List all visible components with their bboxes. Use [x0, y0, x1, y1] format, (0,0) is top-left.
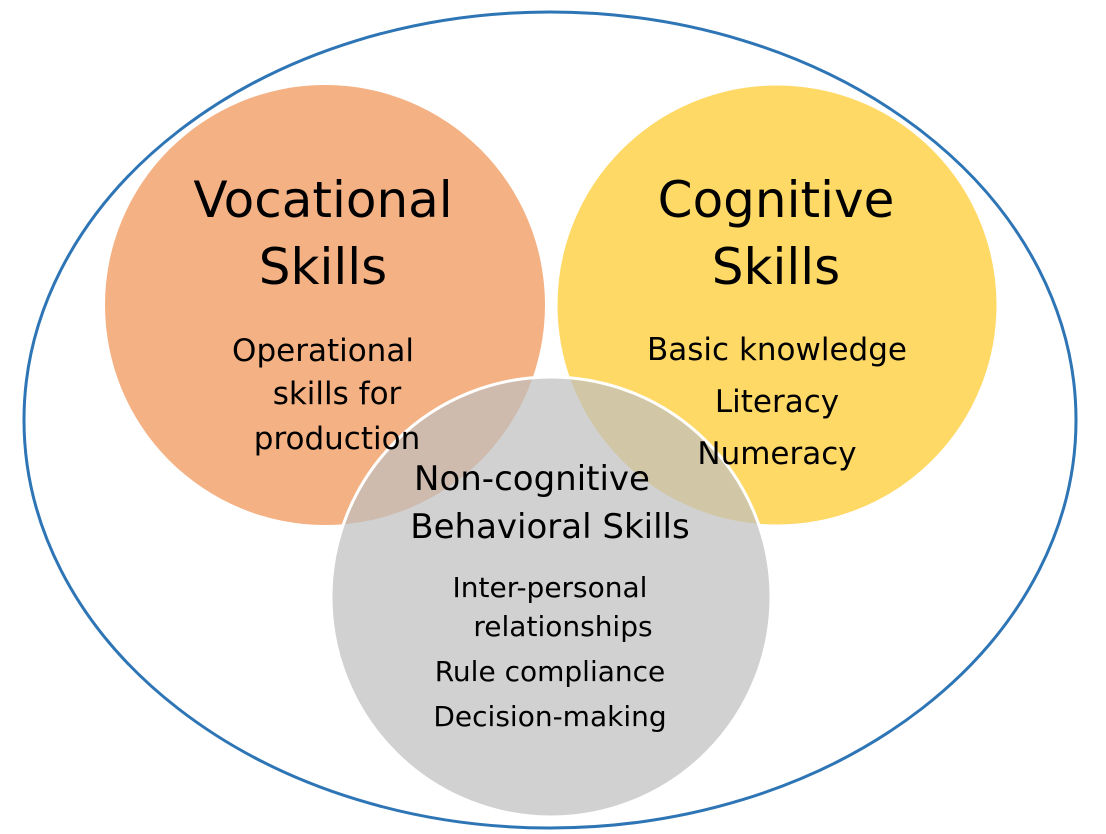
vocational-item-3: production — [254, 421, 420, 457]
noncognitive-item-4: Decision-making — [433, 700, 666, 733]
noncognitive-skills-circle — [329, 375, 773, 819]
vocational-title-line-2: Skills — [259, 238, 387, 296]
vocational-title-line-1: Vocational — [193, 171, 452, 229]
noncognitive-item-1: Inter-personal — [453, 571, 648, 604]
vocational-item-1: Operational — [232, 333, 414, 369]
vocational-item-2: skills for — [273, 376, 402, 412]
cognitive-title-line-1: Cognitive — [658, 171, 895, 229]
cognitive-item-1: Basic knowledge — [647, 332, 907, 368]
cognitive-item-2: Literacy — [715, 384, 839, 420]
noncognitive-title-line-1: Non-cognitive — [414, 459, 650, 499]
cognitive-title-line-2: Skills — [712, 238, 840, 296]
noncognitive-item-3: Rule compliance — [435, 655, 666, 688]
noncognitive-title-line-2: Behavioral Skills — [410, 507, 689, 547]
cognitive-item-3: Numeracy — [697, 436, 856, 472]
noncognitive-item-2: relationships — [473, 610, 652, 643]
